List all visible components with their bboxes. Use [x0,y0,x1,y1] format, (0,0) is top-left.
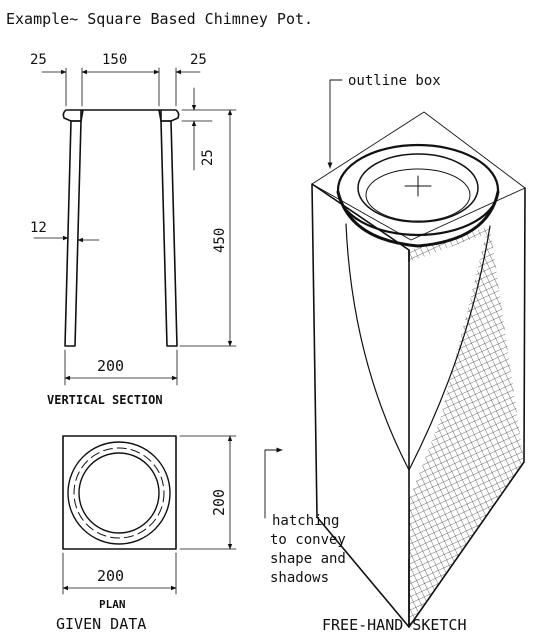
outline-box [311,111,526,241]
plan-view [62,435,177,550]
dim-inner-top: 150 [102,52,127,68]
given-data-label: GIVEN DATA [56,615,146,633]
page-title: Example~ Square Based Chimney Pot. [6,10,313,28]
dim-plan-width: 200 [97,567,124,585]
hatch-note-line-4: shadows [270,570,329,586]
dim-rim-height: 25 [200,149,216,166]
rim-left [62,109,84,122]
dim-wall: 12 [30,220,47,236]
plan-dimensions: 200 200 PLAN GIVEN DATA [56,435,237,633]
base-dimension: 200 VERTICAL SECTION [47,349,178,407]
hatch-note-line-1: hatching [272,513,339,529]
rim-right [158,109,180,122]
dim-rim-right: 25 [190,52,207,68]
dim-height: 450 [212,228,228,253]
rim-outer [336,143,500,237]
wall-left [64,120,82,347]
wall-right [160,120,178,347]
height-dimensions: 25 450 [179,87,237,347]
rim-inner [357,153,479,223]
plan-caption: PLAN [99,598,126,611]
sketch-annotations: outline box hatching to convey shape and… [264,73,467,634]
dim-rim-left: 25 [30,52,47,68]
outline-box-label: outline box [348,73,441,89]
hatch-note-line-3: shape and [270,551,346,567]
freehand-sketch [311,111,526,628]
dim-plan-depth: 200 [210,489,228,516]
sketch-caption: FREE-HAND SKETCH [322,616,467,634]
hatch-note-line-2: to convey [270,532,346,548]
wall-dimension: 12 [30,220,100,243]
top-dimensions: 25 150 25 [30,52,207,107]
dim-base-width: 200 [97,357,124,375]
vertical-section-caption: VERTICAL SECTION [47,393,163,407]
vertical-section [62,109,180,347]
